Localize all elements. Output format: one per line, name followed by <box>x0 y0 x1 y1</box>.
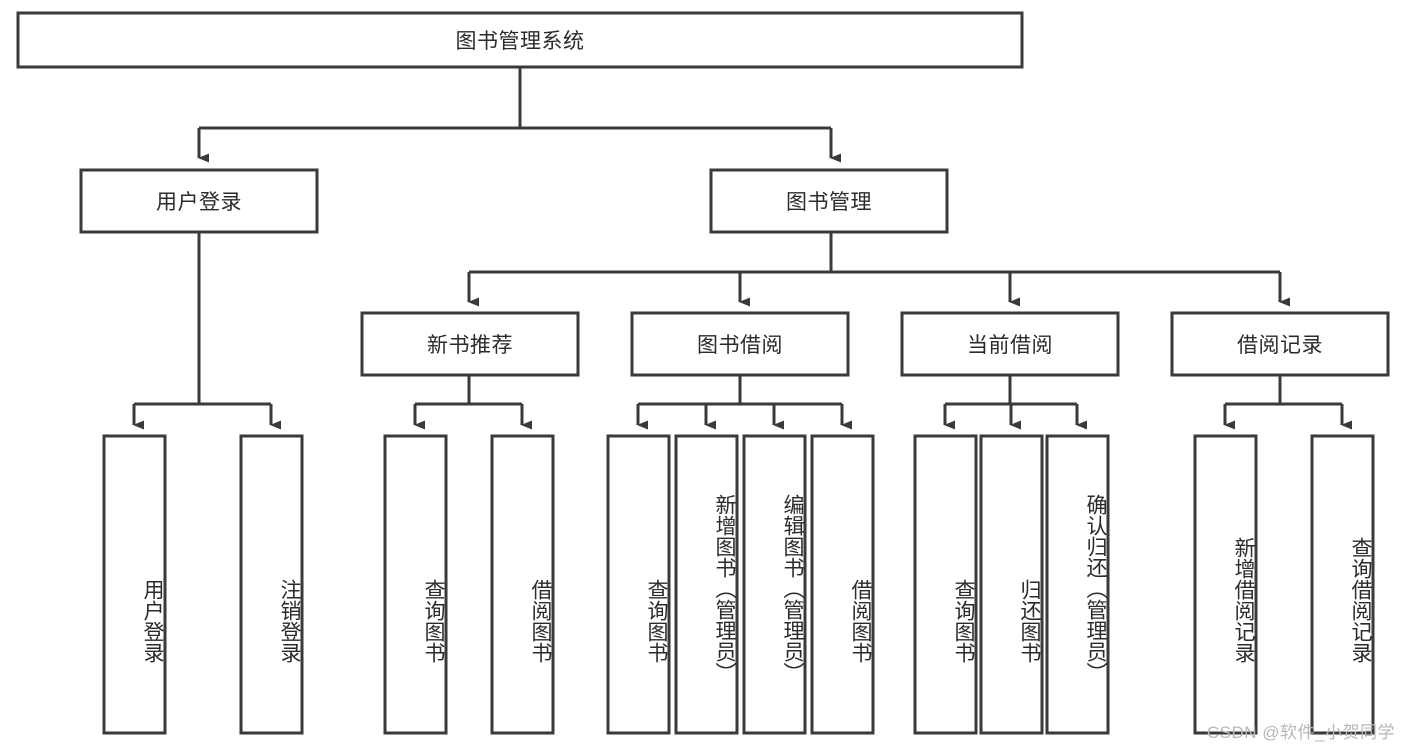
node-box-leaf-logout[interactable] <box>239 434 304 735</box>
node-box-leaf-confirm-return-admin[interactable] <box>1045 434 1110 735</box>
node-box-leaf-add-borrow-record[interactable] <box>1193 434 1258 735</box>
connector-group-current <box>943 375 1087 430</box>
connector-group-book-mgmt <box>467 232 1290 307</box>
connector-group-borrow <box>636 375 852 430</box>
node-box-leaf-query-books-1[interactable] <box>383 434 448 735</box>
node-box-borrow-records[interactable] <box>1170 311 1390 377</box>
node-box-leaf-borrow-books-2[interactable] <box>810 434 875 735</box>
node-box-leaf-query-books-3[interactable] <box>913 434 978 735</box>
node-box-leaf-query-borrow-record[interactable] <box>1310 434 1375 735</box>
node-box-leaf-edit-book-admin[interactable] <box>742 434 807 735</box>
connector-group-records <box>1223 375 1352 430</box>
node-box-root[interactable] <box>16 11 1024 69</box>
node-box-leaf-borrow-books-1[interactable] <box>490 434 555 735</box>
node-box-leaf-add-book-admin[interactable] <box>674 434 739 735</box>
node-box-leaf-user-login[interactable] <box>102 434 167 735</box>
node-box-user-login[interactable] <box>79 168 319 234</box>
connector-group-user-login <box>132 232 281 430</box>
node-box-leaf-query-books-2[interactable] <box>606 434 671 735</box>
node-box-leaf-return-books[interactable] <box>979 434 1044 735</box>
connector-group-new-books <box>413 375 532 430</box>
node-box-book-management[interactable] <box>709 168 949 234</box>
connector-group-root <box>197 67 841 163</box>
node-box-new-book-recommendation[interactable] <box>360 311 580 377</box>
node-box-current-borrowing[interactable] <box>900 311 1120 377</box>
node-box-book-borrowing[interactable] <box>630 311 850 377</box>
